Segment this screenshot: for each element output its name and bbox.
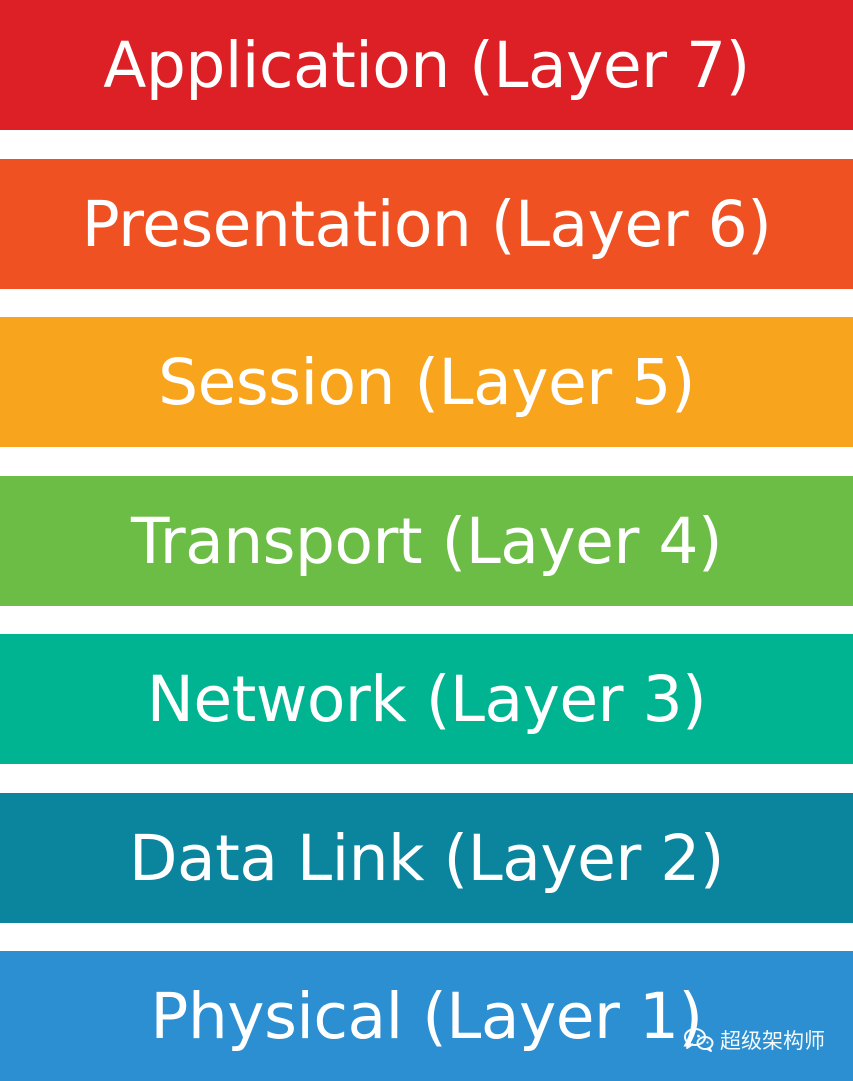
layer-label: Presentation (Layer 6) [81, 187, 772, 261]
watermark-text: 超级架构师 [720, 1029, 825, 1053]
watermark: 超级架构师 [684, 1025, 825, 1055]
layer-presentation: Presentation (Layer 6) [0, 159, 853, 289]
layer-transport: Transport (Layer 4) [0, 476, 853, 606]
layer-session: Session (Layer 5) [0, 317, 853, 447]
layer-network: Network (Layer 3) [0, 634, 853, 764]
layer-application: Application (Layer 7) [0, 0, 853, 130]
layer-label: Application (Layer 7) [103, 28, 750, 102]
layer-physical: Physical (Layer 1) [0, 951, 853, 1081]
layer-label: Transport (Layer 4) [130, 504, 723, 578]
layer-data-link: Data Link (Layer 2) [0, 793, 853, 923]
layer-label: Physical (Layer 1) [150, 979, 703, 1053]
layer-label: Session (Layer 5) [158, 345, 695, 419]
wechat-icon [684, 1027, 714, 1053]
layer-label: Data Link (Layer 2) [129, 821, 724, 895]
layer-label: Network (Layer 3) [146, 662, 707, 736]
